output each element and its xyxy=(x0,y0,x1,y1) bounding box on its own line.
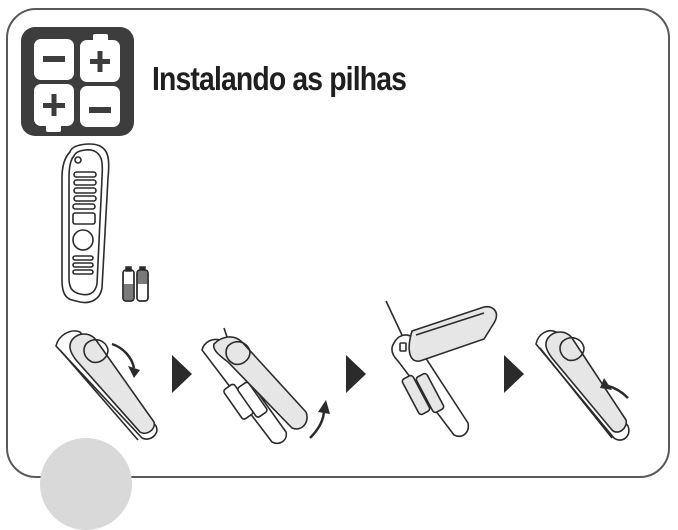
step-2-remove-cover-illustration xyxy=(201,327,330,445)
section-title: Instalando as pilhas xyxy=(152,60,407,97)
decorative-circle xyxy=(40,438,132,530)
battery-polarity-icon xyxy=(21,27,134,136)
step-arrow-3 xyxy=(504,355,524,393)
step-3-insert-batteries-illustration xyxy=(385,300,498,438)
remote-control-icon xyxy=(61,143,149,304)
step-1-open-cover-illustration xyxy=(55,330,158,441)
step-arrow-2 xyxy=(346,355,366,393)
aa-batteries-icon xyxy=(122,266,149,302)
step-4-close-cover-illustration xyxy=(535,329,630,441)
step-arrow-1 xyxy=(172,355,192,393)
